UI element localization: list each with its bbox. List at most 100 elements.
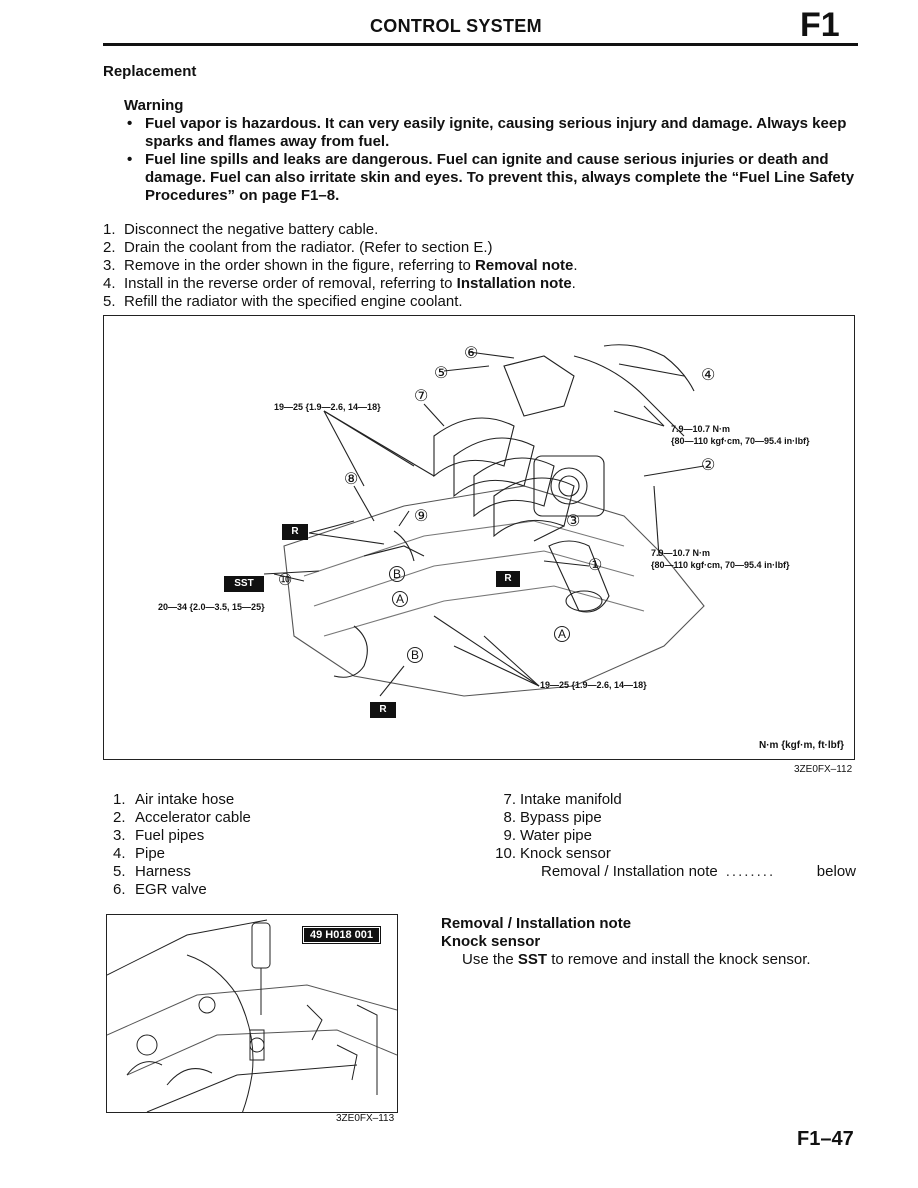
warning-title: Warning [124,97,184,114]
marker-b: B [407,647,424,663]
part-item: 4. Pipe [113,845,251,863]
part-number: 9. [503,827,516,844]
figure-code: 3ZE0FX–113 [336,1113,395,1124]
callout-10: ⑩ [278,572,293,589]
part-number: 6. [113,881,126,898]
part-item: 2. Accelerator cable [113,809,251,827]
part-number: 7. [503,791,516,808]
step-number: 5. [103,293,116,310]
bullet-icon: • [127,115,133,132]
page-header-title: CONTROL SYSTEM [370,16,542,36]
step-item: 4. Install in the reverse order of remova… [103,275,863,293]
step-text: Install in the reverse order of removal,… [124,275,457,292]
step-text: Drain the coolant from the radiator. (Re… [124,239,493,256]
callout-1: ① [588,557,603,574]
step-end: . [571,275,576,292]
part-item: 3. Fuel pipes [113,827,251,845]
callout-9: ⑨ [414,508,429,525]
marker-a: A [392,591,409,607]
engine-exploded-diagram: ⑥ ⑤ ④ ⑦ ② ⑧ ⑨ ③ ① ⑩ B A A B 19—25 {1.9—2… [103,315,855,760]
warning-item: • Fuel vapor is hazardous. It can very e… [124,115,860,151]
part-name: Pipe [135,845,166,862]
callout-2: ② [701,457,716,474]
warning-list: • Fuel vapor is hazardous. It can very e… [124,115,860,205]
part-number: 3. [113,827,126,844]
marker-b: B [389,566,406,582]
part-name: Harness [135,863,191,880]
figure-code: 3ZE0FX–112 [794,764,853,775]
part-number: 2. [113,809,126,826]
section-title: Replacement [103,63,197,80]
step-item: 3. Remove in the order shown in the figur… [103,257,863,275]
parts-list-left: 1. Air intake hose 2. Accelerator cable 3.… [113,791,251,899]
step-emphasis: Removal note [475,257,574,274]
warning-text: Fuel line spills and leaks are dangerous… [145,151,855,204]
leader-dots: ........ [725,863,776,880]
step-number: 4. [103,275,116,292]
step-text: Disconnect the negative battery cable. [124,221,379,238]
note-text-emphasis: SST [517,951,548,968]
note-text-start: Use the [462,951,518,968]
knock-sensor-drawing [107,919,397,1112]
torque-spec: 7.9—10.7 N·m [651,548,711,558]
torque-spec: {80—110 kgf·cm, 70—95.4 in·lbf} [651,560,790,570]
part-name: Accelerator cable [135,809,251,826]
part-number: 8. [503,809,516,826]
part-item: 10.Knock sensor [490,845,856,863]
replace-badge: R [282,524,308,540]
note-text: Use the SST to remove and install the kn… [462,951,811,968]
section-code: F1 [800,6,840,44]
step-number: 2. [103,239,116,256]
callout-6: ⑥ [464,345,479,362]
part-number: 5. [113,863,126,880]
note-subtitle: Knock sensor [441,933,541,950]
bullet-icon: • [127,151,133,168]
note-reference: Removal / Installation note ........ bel… [490,863,856,881]
part-item: 6. EGR valve [113,881,251,899]
part-name: Intake manifold [520,791,622,808]
torque-spec: 19—25 {1.9—2.6, 14—18} [274,402,381,412]
step-text: Refill the radiator with the specified e… [124,293,463,310]
callout-8: ⑧ [344,471,359,488]
part-name: Air intake hose [135,791,235,808]
part-item: 9.Water pipe [490,827,856,845]
engine-illustration [263,344,705,697]
warning-item: • Fuel line spills and leaks are dangero… [124,151,860,205]
step-emphasis: Installation note [456,275,572,292]
procedure-steps: 1.Disconnect the negative battery cable.… [103,221,863,311]
part-item: 1. Air intake hose [113,791,251,809]
callout-7: ⑦ [414,388,429,405]
callout-4: ④ [701,367,716,384]
note-text-end: to remove and install the knock sensor. [547,951,811,968]
step-item: 1.Disconnect the negative battery cable. [103,221,863,239]
unit-note: N·m {kgf·m, ft·lbf} [759,740,844,751]
part-name: EGR valve [135,881,207,898]
sst-number-label: 49 H018 001 [302,926,381,944]
part-name: Fuel pipes [135,827,205,844]
torque-spec: {80—110 kgf·cm, 70—95.4 in·lbf} [671,436,810,446]
reference-location: below [816,863,856,880]
replace-badge: R [370,702,396,718]
step-item: 2. Drain the coolant from the radiator. (… [103,239,863,257]
part-item: 8.Bypass pipe [490,809,856,827]
part-number: 4. [113,845,126,862]
step-item: 5. Refill the radiator with the specified… [103,293,863,311]
part-number: 1. [113,791,126,808]
torque-spec: 19—25 {1.9—2.6, 14—18} [540,680,647,690]
callout-5: ⑤ [434,365,449,382]
torque-spec: 7.9—10.7 N·m [671,424,731,434]
warning-text: Fuel vapor is hazardous. It can very eas… [145,115,847,150]
step-number: 3. [103,257,116,274]
part-name: Knock sensor [520,845,611,862]
part-name: Water pipe [520,827,592,844]
reference-label: Removal / Installation note [541,863,718,880]
callout-3: ③ [566,513,581,530]
part-item: 5. Harness [113,863,251,881]
replace-badge: R [496,571,520,587]
marker-a: A [554,626,571,642]
step-end: . [573,257,578,274]
part-item: 7.Intake manifold [490,791,856,809]
parts-list-right: 7.Intake manifold 8.Bypass pipe 9.Water … [490,791,856,881]
step-text: Remove in the order shown in the figure,… [124,257,476,274]
knock-sensor-illustration: 49 H018 001 [106,914,398,1113]
